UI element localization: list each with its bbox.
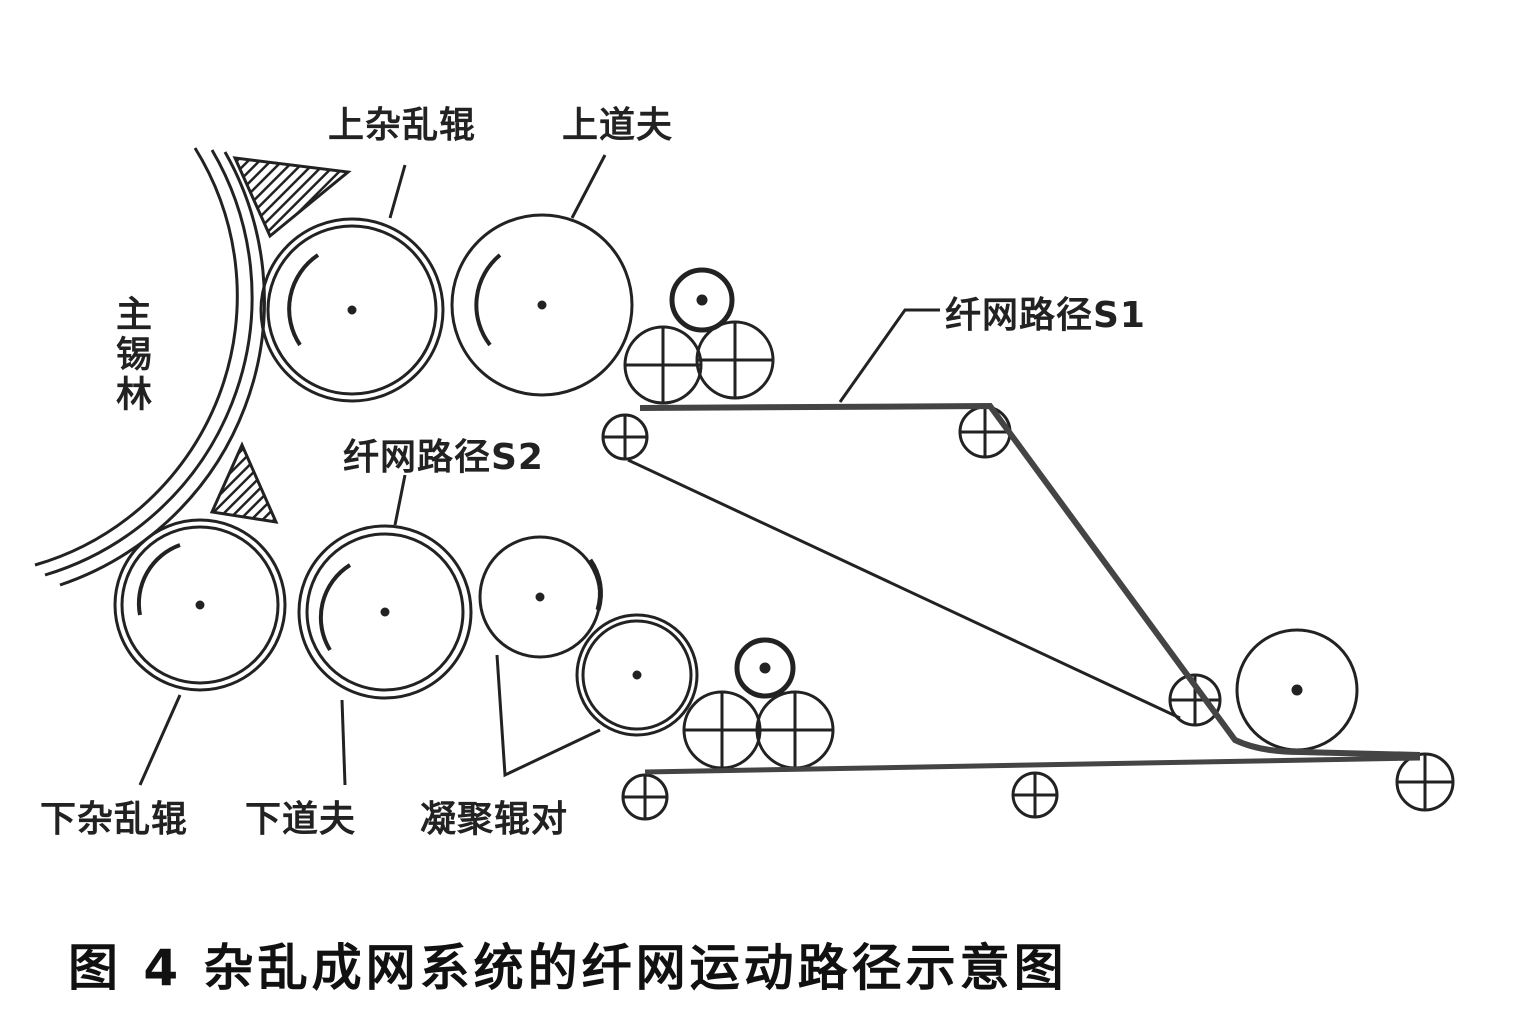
main-cylinder: [34, 147, 266, 587]
lower-stripper-plate: [209, 441, 279, 524]
lower-small-rollers: [682, 637, 835, 770]
label-condensing-roller-pair: 凝聚辊对: [420, 799, 569, 840]
upper-stripper-plate: [232, 156, 352, 239]
label-upper-doffer: 上道夫: [562, 105, 674, 146]
label-lower-doffer: 下道夫: [245, 799, 357, 840]
figure-caption: 图 4 杂乱成网系统的纤网运动路径示意图: [68, 939, 1068, 997]
upper-random-roller: [259, 217, 445, 403]
guide-rollers: [601, 405, 1455, 821]
leader-lines: [138, 154, 940, 786]
condensing-roller-pair: [478, 535, 699, 737]
upper-doffer: [450, 213, 634, 397]
label-upper-random-roller: 上杂乱辊: [328, 105, 477, 146]
label-web-path-s1: 纤网路径S1: [945, 295, 1146, 336]
label-lower-random-roller: 下杂乱辊: [40, 799, 189, 840]
lower-web-line: [644, 755, 1421, 775]
web-path-s1-line: [639, 402, 1421, 758]
lower-random-roller: [113, 518, 287, 692]
large-transfer-roller: [1235, 628, 1359, 752]
label-web-path-s2: 纤网路径S2: [343, 437, 544, 478]
web-path-s2-line: [627, 458, 1181, 720]
upper-condensing-rollers: [623, 267, 775, 405]
label-main-cylinder: 主锡林: [110, 295, 151, 415]
lower-doffer: [297, 524, 473, 700]
